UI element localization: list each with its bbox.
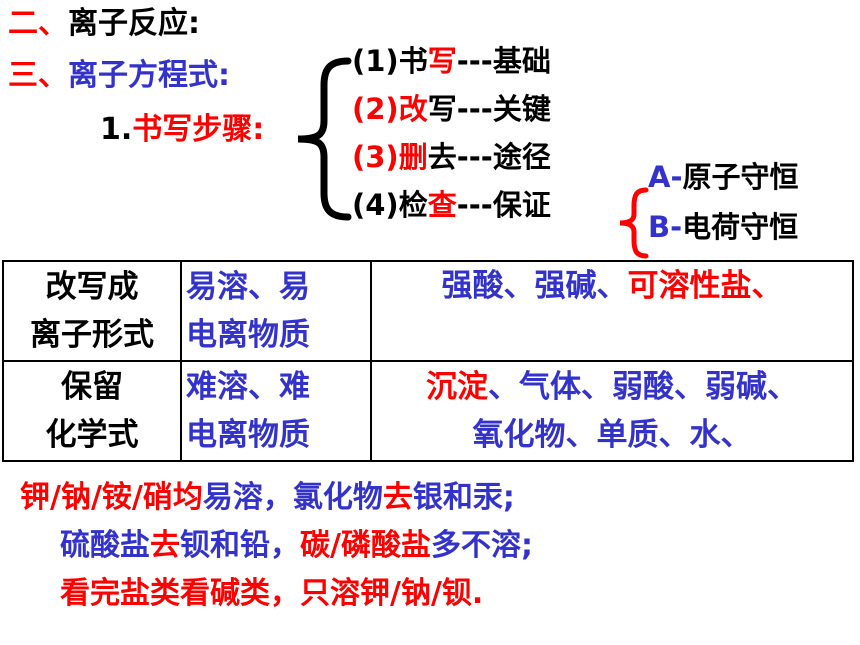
step-4: (4)检查---保证 [352,188,551,222]
header-line: 离子形式 [30,317,154,353]
step-char: 写 [427,92,457,126]
step-key-char: 查 [427,188,457,222]
step-char: 检 [398,188,428,222]
rule-text: 碳/磷酸盐 [300,528,431,563]
rule-text: 钡和铅， [180,528,300,563]
rule-text: ， [262,480,293,515]
rule-text: 钾/钠/铵/硝均 [20,480,203,515]
rule-text: 去 [382,480,413,515]
check-brace-icon [619,187,649,259]
rule-text: 去 [150,528,180,563]
rule-text: 银和汞; [412,480,515,515]
step-key-char: 改 [398,92,428,126]
step-num: (1) [352,44,399,78]
header-line: 保留 [61,369,123,405]
step-num: (4) [352,188,399,222]
step-char: 去 [427,140,457,174]
step-role: ---关键 [456,92,551,126]
header-line: 化学式 [45,417,139,453]
check-text: 电荷守恒 [682,210,799,244]
heading-text: 离子反应: [68,6,200,41]
heading-text: 离子方程式: [68,58,230,93]
heading-number: 二、 [8,6,68,41]
rule-line-2: 硫酸盐去钡和铅，碳/磷酸盐多不溶; [60,522,533,570]
category-line: 难溶、难 [186,369,310,405]
rule-text: 看完盐类看碱类，只溶钾/钠/钡. [60,576,484,611]
rule-text: 氯化物 [292,480,383,515]
steps-brace-icon [297,57,352,221]
row-category: 难溶、难 电离物质 [180,360,372,462]
step-role: ---途径 [456,140,551,174]
step-num: (3) [352,140,399,174]
category-line: 电离物质 [186,417,310,453]
row-examples: 沉淀、气体、弱酸、弱碱、 氧化物、单质、水、 [370,360,854,462]
check-text: 原子守恒 [682,160,799,194]
rule-text: 多不溶; [430,528,533,563]
category-line: 易溶、易 [186,269,310,305]
examples-text: 、气体、弱酸、弱碱、 [488,369,798,405]
examples-text: 强酸、强碱、 [441,268,628,304]
examples-highlight: 可溶性盐、 [627,268,783,304]
writing-steps-label: 1.书写步骤: [100,112,264,148]
header-line: 改写成 [45,269,139,305]
rule-line-1: 钾/钠/铵/硝均易溶，氯化物去银和汞; [20,474,515,522]
examples-line: 沉淀、气体、弱酸、弱碱、 [376,363,848,411]
step-role: ---保证 [456,188,551,222]
heading-ionic-reaction: 二、离子反应: [8,6,200,42]
step-key-char: 写 [427,44,457,78]
check-letter: B- [648,210,683,244]
category-line: 电离物质 [186,317,310,353]
step-1: (1)书写---基础 [352,44,551,78]
row-header: 保留 化学式 [2,360,182,462]
step-key-char: 删 [398,140,428,174]
step-char: 书 [398,44,428,78]
step-number: 1. [100,112,133,147]
heading-number: 三、 [8,58,68,93]
rule-line-3: 看完盐类看碱类，只溶钾/钠/钡. [60,570,483,618]
row-examples: 强酸、强碱、可溶性盐、 [370,260,854,362]
rewrite-table: 改写成 离子形式 易溶、易 电离物质 强酸、强碱、可溶性盐、 保留 化学式 难溶… [2,260,854,462]
rule-text: 硫酸盐 [60,528,150,563]
row-category: 易溶、易 电离物质 [180,260,372,362]
check-charge: B-电荷守恒 [648,210,798,244]
step-role: ---基础 [456,44,551,78]
check-atom: A-原子守恒 [648,160,799,194]
heading-ionic-equation: 三、离子方程式: [8,58,230,94]
examples-line: 氧化物、单质、水、 [472,417,752,453]
step-label: 书写步骤: [132,112,265,147]
examples-highlight: 沉淀 [426,369,488,405]
step-2: (2)改写---关键 [352,92,551,126]
check-letter: A- [648,160,683,194]
table-row: 保留 化学式 难溶、难 电离物质 沉淀、气体、弱酸、弱碱、 氧化物、单质、水、 [2,360,854,462]
table-row: 改写成 离子形式 易溶、易 电离物质 强酸、强碱、可溶性盐、 [2,260,854,362]
row-header: 改写成 离子形式 [2,260,182,362]
rule-text: 易溶 [202,480,263,515]
step-num: (2) [352,92,399,126]
step-3: (3)删去---途径 [352,140,551,174]
